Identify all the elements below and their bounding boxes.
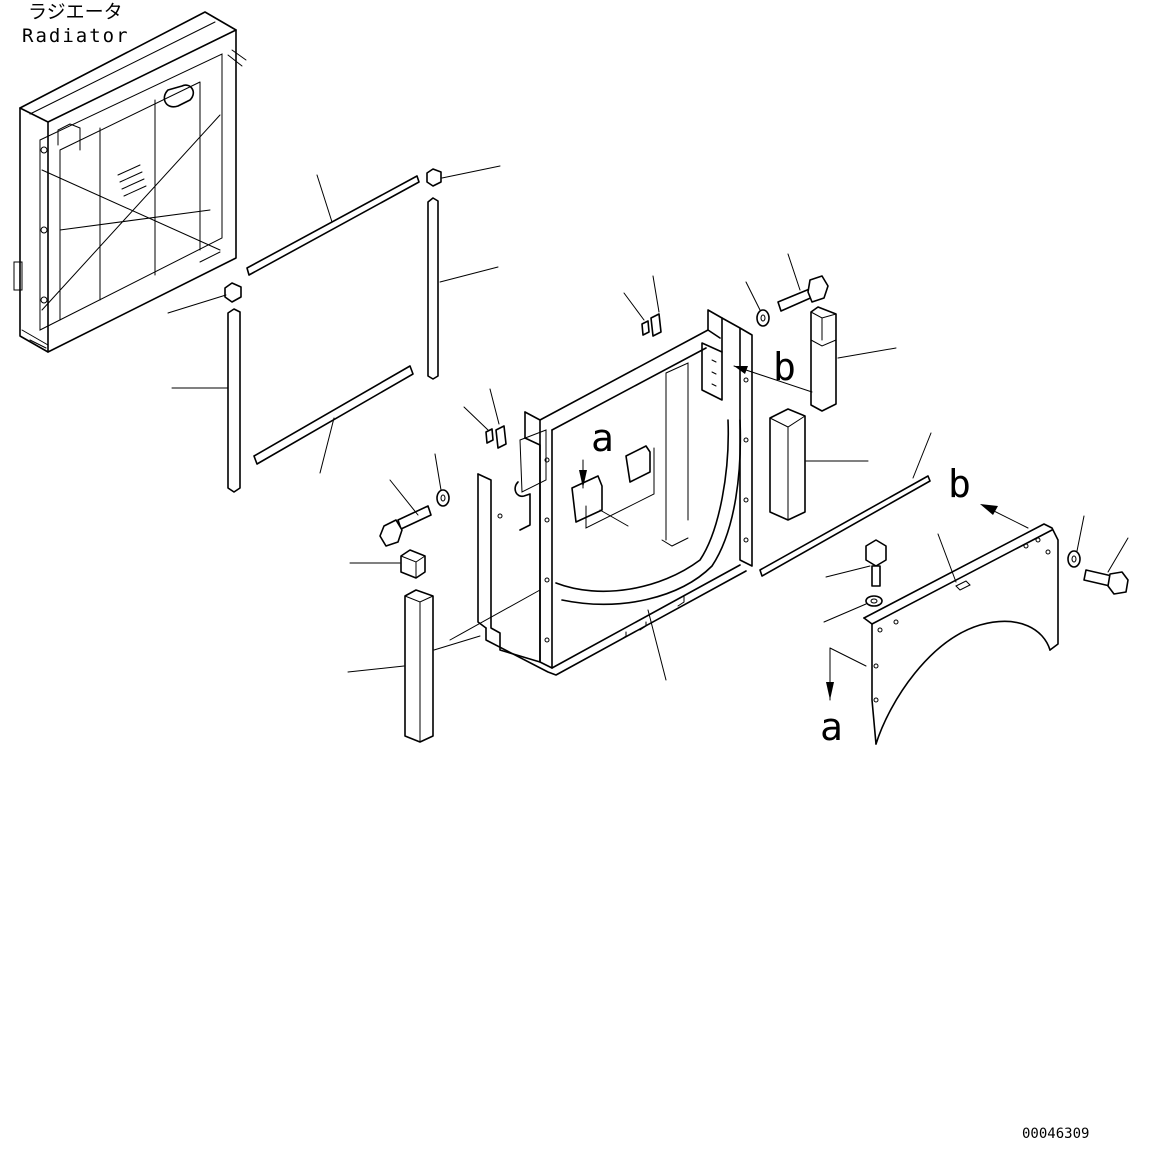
seal-block-middle [769,408,869,521]
seal-corner-top-right [426,165,501,187]
fan-guard-plate [863,523,1059,745]
title-english: Radiator [22,25,130,47]
plate-upper [623,275,662,337]
view-marker-a-lower: a [820,705,843,749]
view-marker-b-upper: b [773,345,796,389]
bolt-lower-left [379,479,432,547]
seal-corner-left [167,282,242,314]
view-marker-b-lower: b [948,462,971,506]
leader-lower-left [433,635,481,651]
leader-a-lower-h [829,647,867,667]
bolt-upper-right [777,253,829,312]
washer-right [1067,515,1085,568]
seal-bar-top [246,174,420,276]
bracket-inner-right [625,445,651,483]
arrow-b-upper [734,366,748,374]
seal-post-left [171,308,241,493]
washer-lower-left [434,453,450,507]
view-marker-a-upper: a [591,416,614,460]
arrow-a-upper [579,470,587,488]
title-japanese: ラジエータ [28,1,123,23]
seal-cube-lower-left [349,549,426,579]
arrow-b-lower [980,504,998,515]
washer-vertical [823,595,883,623]
leader-b-upper [733,365,813,393]
seal-post-right [427,197,499,380]
arrow-a-lower [826,682,834,700]
bolt-right [1083,537,1129,595]
washer-upper-right [745,281,770,327]
inner-baffle [585,447,655,529]
leader-frame [449,589,541,641]
plate-lower [463,388,507,449]
bracket-inner-left [571,475,629,527]
seal-block-upper [810,306,897,412]
bolt-vertical [825,539,887,587]
seal-strip-diagonal [759,432,932,577]
seal-post-lower-left [347,589,434,743]
radiator-assembly [13,11,247,353]
seal-bar-bottom [253,365,414,474]
fan-shroud [477,309,753,681]
drawing-number: 00046309 [1022,1126,1089,1142]
